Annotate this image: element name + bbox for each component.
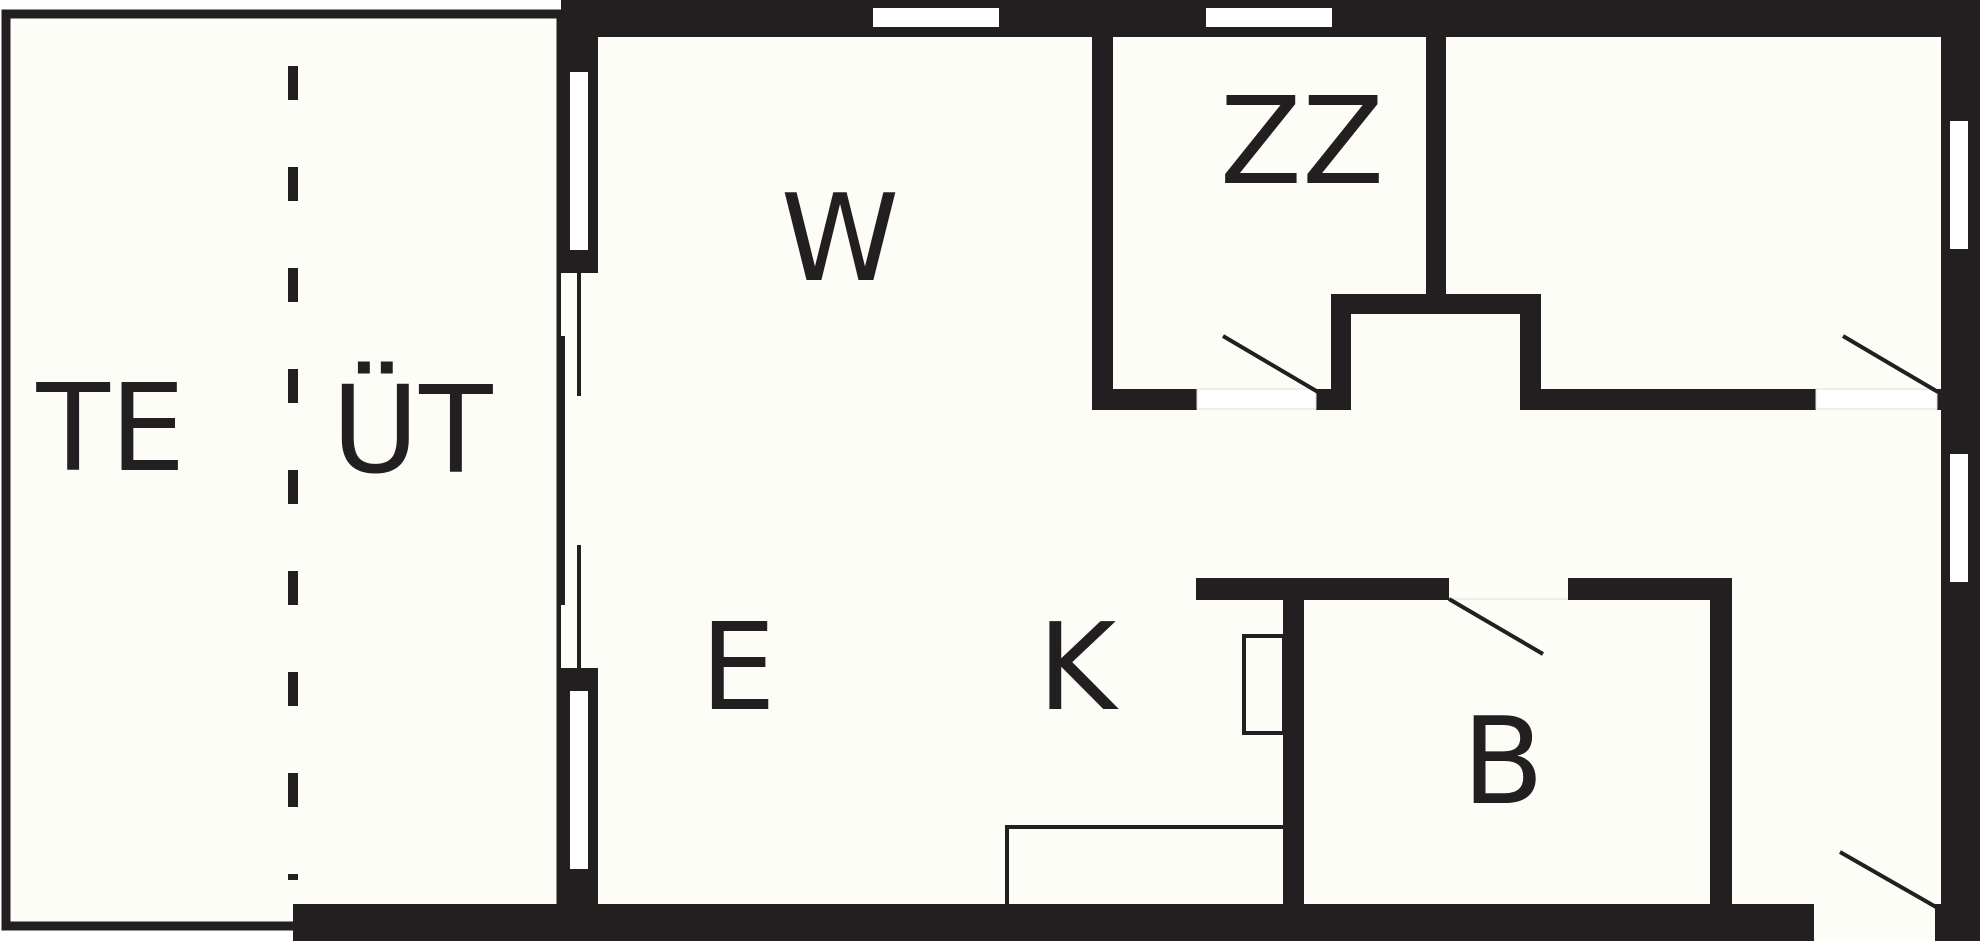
room-label-zz: ZZ: [1220, 73, 1384, 212]
interior-walls: [1092, 37, 1941, 904]
kitchen-counter: [1005, 825, 1283, 904]
room-label-k: K: [1038, 599, 1120, 738]
room-label-ut: ÜT: [331, 362, 493, 501]
room-label-te: TE: [35, 360, 185, 499]
doors: [1196, 334, 1940, 941]
room-label-e: E: [700, 599, 776, 738]
kitchen-appliance: [1242, 634, 1286, 735]
windows: [570, 8, 1968, 869]
room-label-w: W: [781, 170, 900, 309]
kitchen-fixtures: [1005, 634, 1286, 904]
exterior-walls: [293, 0, 1980, 941]
room-label-b: B: [1462, 693, 1544, 832]
sliding-door: [561, 273, 598, 668]
terrace-floor: [1, 9, 566, 931]
